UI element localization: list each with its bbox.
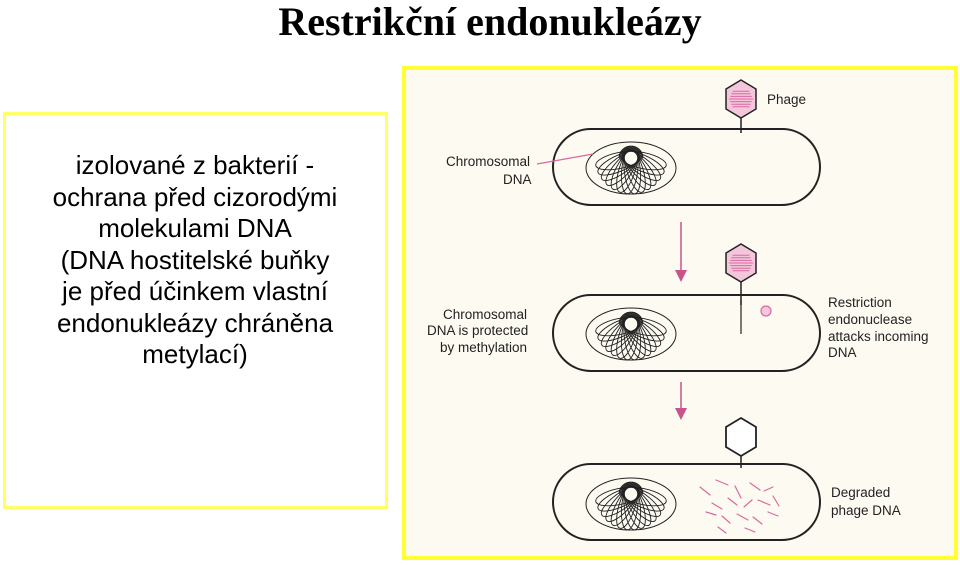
bacterial-cell <box>552 128 821 206</box>
empty-phage-icon <box>725 416 757 468</box>
slide-title: Restrikční endonukleázy <box>278 0 702 44</box>
dna-fragment <box>757 499 771 506</box>
restriction-label: DNA <box>828 345 857 360</box>
dna-fragment <box>744 527 756 533</box>
description-line: (DNA hostitelské buňky <box>60 244 330 275</box>
dna-fragment <box>715 479 729 486</box>
dna-fragment <box>772 495 780 507</box>
stage-3: Degraded phage DNA <box>552 416 901 541</box>
dna-fragment <box>752 516 763 525</box>
degraded-label: phage DNA <box>831 503 901 518</box>
phage-icon <box>725 243 757 305</box>
restriction-label: Restriction <box>828 295 892 310</box>
protected-label: Chromosomal <box>443 307 527 322</box>
dna-fragment <box>749 482 761 491</box>
restriction-enzyme-icon <box>760 305 772 317</box>
pointer-line <box>536 153 594 165</box>
description-line: endonukleázy chráněna <box>56 307 334 338</box>
phage-icon <box>725 79 757 133</box>
dna-fragment <box>736 513 749 521</box>
chromosomal-dna-icon <box>585 477 677 531</box>
bacterial-cell <box>552 294 821 372</box>
degraded-label: Degraded <box>831 485 890 500</box>
dna-fragment <box>711 502 723 510</box>
chromosomal-dna-icon <box>585 307 677 361</box>
stage-1: Phage Chromosomal DNA <box>446 79 821 206</box>
chromosomal-dna-icon <box>585 141 677 195</box>
restriction-label: endonuclease <box>828 312 912 327</box>
dna-fragment <box>763 486 774 492</box>
description-line: izolované z bakterií - <box>75 150 315 180</box>
bacterial-cell <box>552 463 821 541</box>
description-box <box>3 112 388 509</box>
figure-frame <box>402 66 958 560</box>
dna-fragment <box>705 511 717 516</box>
dna-fragment <box>734 485 742 499</box>
dna-fragment <box>721 515 731 524</box>
dna-fragment <box>699 486 711 496</box>
dna-fragment <box>767 511 779 517</box>
description-line: molekulami DNA <box>98 213 292 243</box>
degraded-dna-fragments <box>699 479 780 534</box>
dna-fragment <box>743 499 753 508</box>
stage-2: Chromosomal DNA is protected by methylat… <box>427 243 929 372</box>
description-line: metylací) <box>142 339 248 369</box>
restriction-label: attacks incoming <box>828 329 929 344</box>
description-text: izolované z bakterií - ochrana před cizo… <box>6 150 384 371</box>
protected-label: DNA is protected <box>427 323 528 338</box>
description-line: je před účinkem vlastní <box>62 276 328 306</box>
dna-fragment <box>727 497 738 506</box>
dna-fragment <box>717 526 727 534</box>
protected-label: by methylation <box>440 340 527 355</box>
chromosomal-label: DNA <box>503 172 532 187</box>
chromosomal-label: Chromosomal <box>446 154 530 169</box>
description-line: ochrana před cizorodými <box>52 181 338 212</box>
phage-label: Phage <box>767 92 806 107</box>
